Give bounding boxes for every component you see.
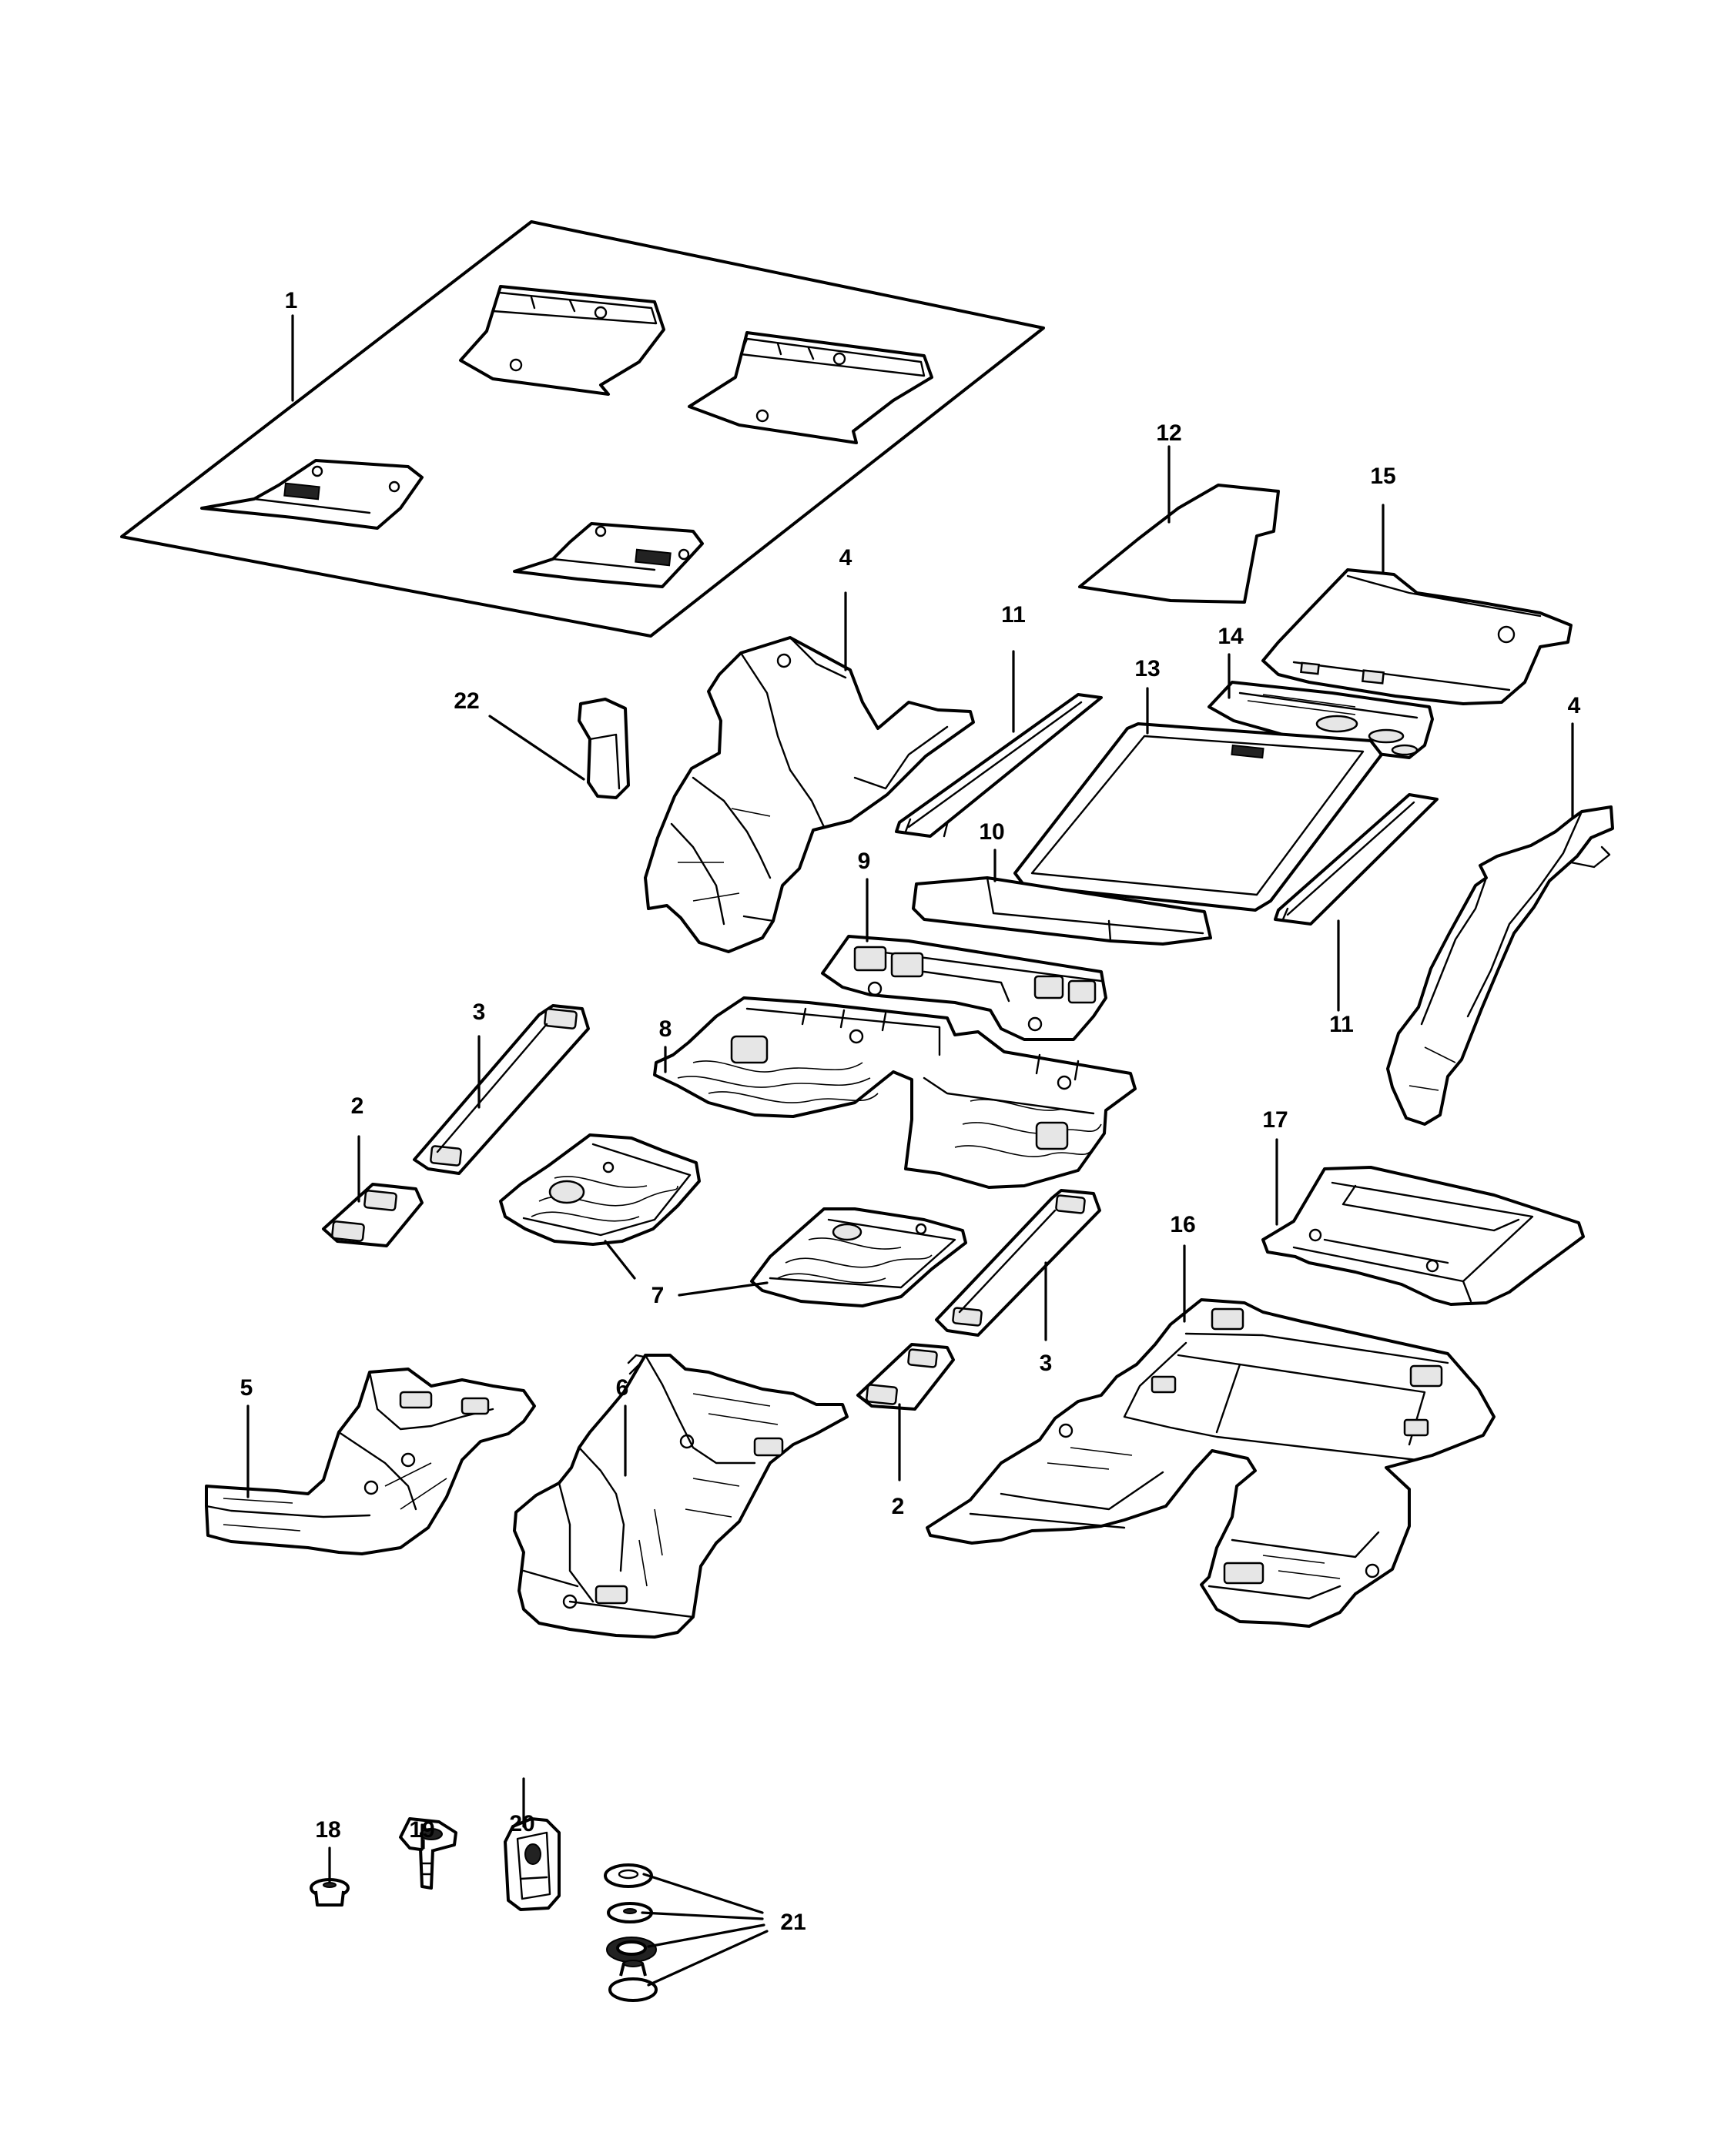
callout-8: 8 [659,1016,672,1042]
part-4-quarter-trim-right [1386,805,1614,1126]
callout-6: 6 [616,1375,629,1401]
callout-16: 16 [1170,1212,1195,1237]
part-12-mat [1078,484,1280,604]
callout-4b: 4 [1568,693,1581,718]
callout-19: 19 [409,1817,434,1843]
callout-7: 7 [651,1283,665,1308]
part-13-cargo-tray [1013,722,1383,912]
callout-21: 21 [780,1910,806,1935]
part-19-retainer [399,1817,457,1890]
callout-11a: 11 [1001,602,1026,628]
leader-22 [488,715,585,781]
part-15-cargo-mat [1261,568,1573,705]
part-2-spacer-right [856,1343,955,1411]
callout-10: 10 [979,819,1004,845]
callout-11b: 11 [1329,1012,1354,1037]
part-11-sill-trim-left [895,693,1103,838]
part-6-front-carpet-right [513,1354,849,1639]
part-2-spacer-left [322,1183,424,1247]
part-20-grommet [504,1817,561,1911]
callout-15: 15 [1370,464,1395,489]
part-11-sill-trim-right [1274,793,1439,926]
part-3-trim-right [935,1189,1101,1337]
part-8-front-carpet-section [653,996,1137,1189]
part-22-trim-cap [578,698,630,799]
callout-3a: 3 [473,999,486,1025]
callout-9: 9 [858,849,871,874]
leader-21d [647,1930,769,1987]
part-7-mat-left [499,1133,701,1246]
part-21-fasteners [604,1863,658,2002]
leader-7b [678,1281,769,1297]
leader-21c [647,1923,765,1948]
part-9-rear-insulator [821,935,1107,1041]
callout-18: 18 [315,1817,340,1843]
leader-7a [604,1240,636,1280]
part-4-quarter-trim-left [644,636,975,953]
callout-20: 20 [509,1811,534,1836]
callout-14: 14 [1218,624,1244,649]
callout-2b: 2 [892,1494,905,1519]
part-10-insulator [912,876,1212,946]
part-17-cargo-tub [1261,1166,1585,1306]
part-18-push-pin [310,1878,350,1907]
part-5-front-carpet-left [205,1368,536,1555]
leader-21b [641,1911,764,1920]
part-3-trim-left [413,1004,590,1175]
part-7-mat-right [750,1207,967,1307]
callout-2a: 2 [351,1093,364,1119]
callout-17: 17 [1262,1107,1288,1133]
callout-13: 13 [1134,656,1160,681]
callout-22: 22 [454,688,479,714]
callout-3b: 3 [1040,1351,1053,1376]
callout-5: 5 [240,1375,253,1401]
part-1-floor-mat-set [120,220,1045,638]
part-16-rear-carpet [926,1298,1496,1628]
callout-12: 12 [1156,420,1181,446]
leader-21a [642,1873,764,1914]
callout-4a: 4 [839,545,852,571]
part-14-scuff-plate [1208,681,1434,759]
callout-1: 1 [285,288,298,313]
